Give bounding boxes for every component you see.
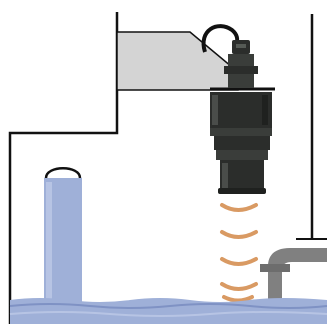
sound-wave-icon (222, 284, 256, 289)
outlet-pipe (260, 248, 327, 300)
sound-wave-icon (222, 205, 256, 210)
sound-waves (222, 205, 256, 301)
water-pool (10, 298, 327, 324)
sound-wave-icon (222, 259, 256, 264)
sound-wave-icon (224, 297, 252, 301)
liquid-column (44, 168, 82, 304)
sound-wave-icon (222, 232, 256, 237)
